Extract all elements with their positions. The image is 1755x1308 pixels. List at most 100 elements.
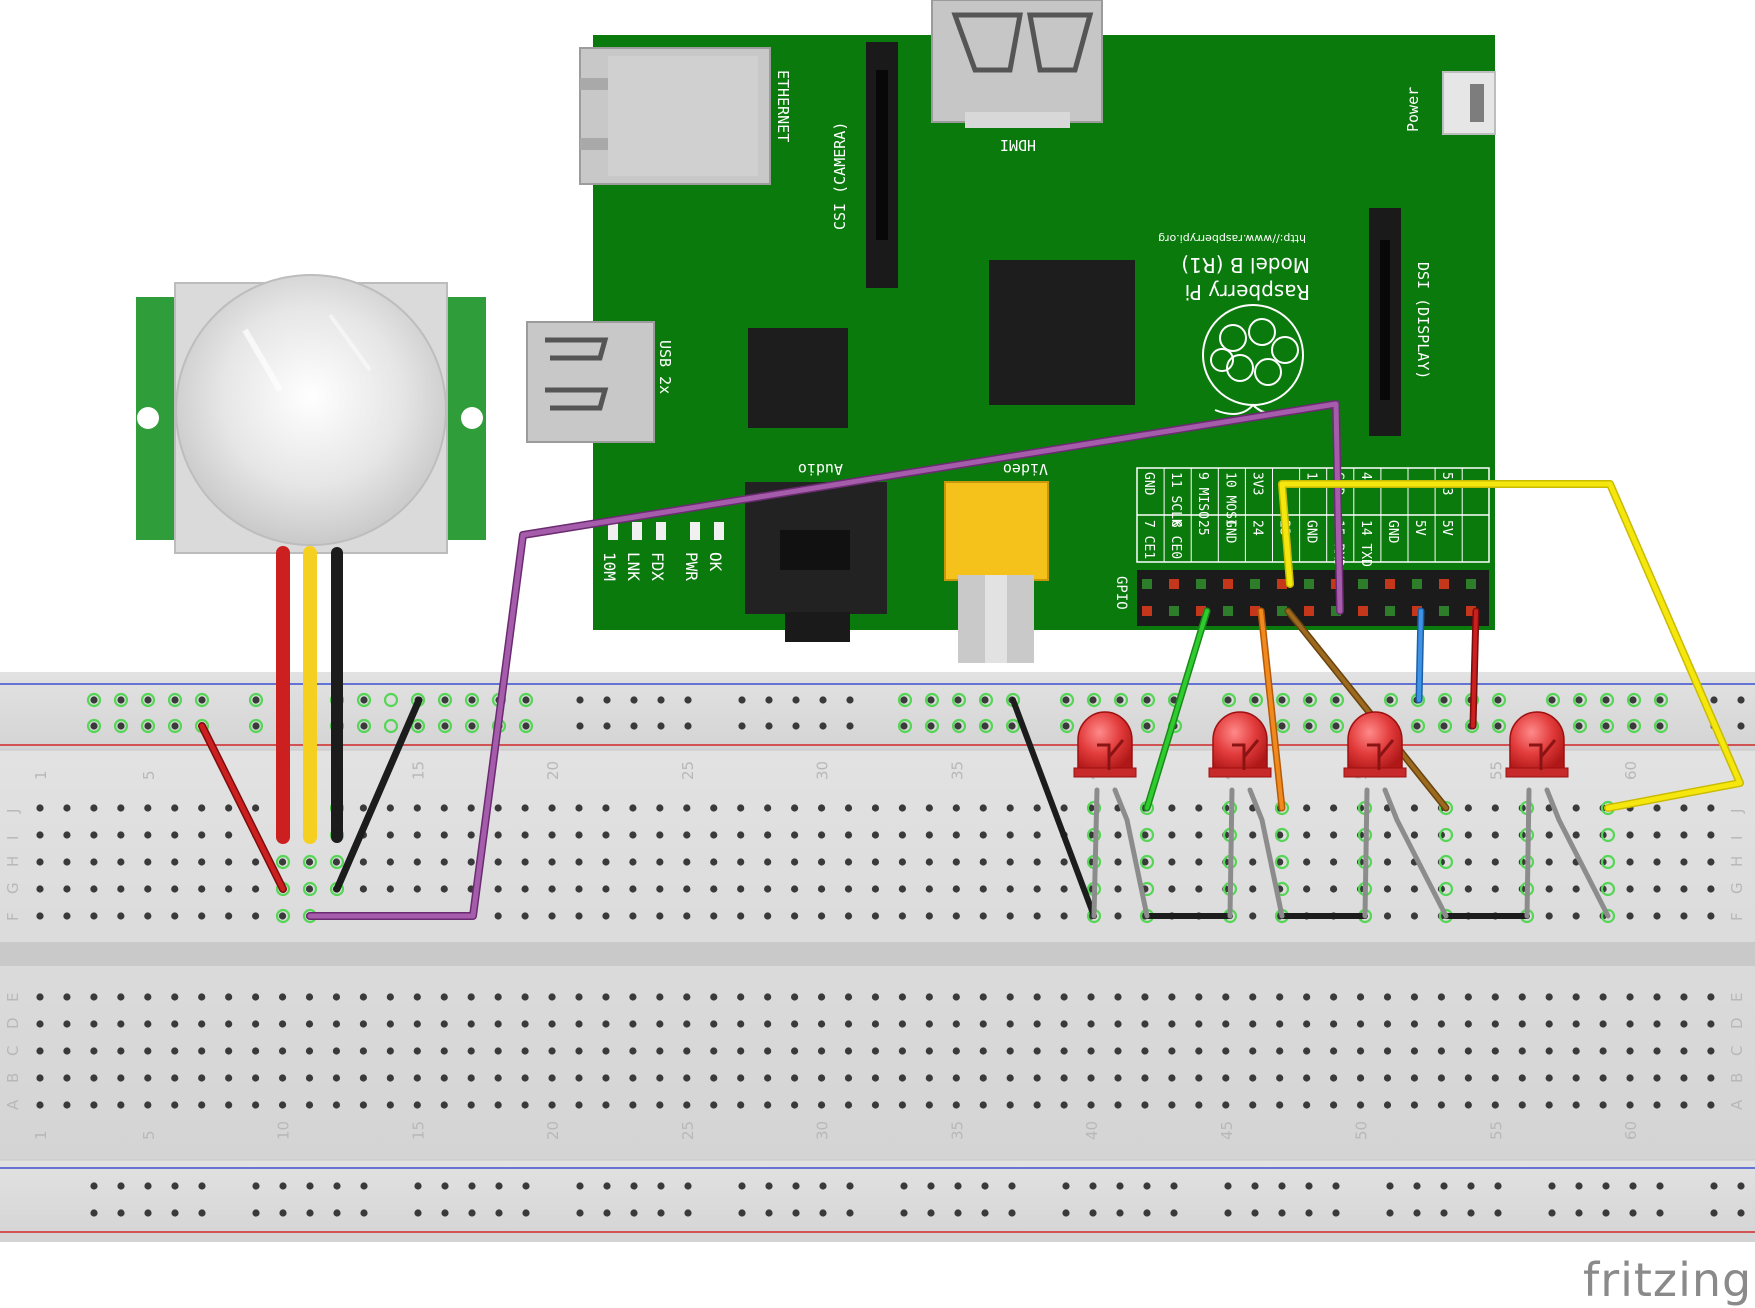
row-letter: J — [4, 809, 22, 814]
breadboard-hole — [36, 1047, 44, 1055]
raspberry-logo — [1202, 304, 1304, 415]
rail-hole — [171, 696, 179, 704]
breadboard-hole — [63, 1101, 71, 1109]
rail-hole — [1386, 1182, 1394, 1190]
breadboard-hole — [1491, 993, 1499, 1001]
breadboard-hole — [1303, 1047, 1311, 1055]
fritzing-watermark: fritzing — [1583, 1253, 1752, 1307]
breadboard-hole — [467, 858, 475, 866]
breadboard-hole — [1195, 1020, 1203, 1028]
rail-hole — [1386, 1209, 1394, 1217]
rail-hole — [468, 1182, 476, 1190]
breadboard-hole — [575, 804, 583, 812]
rail-hole — [765, 1182, 773, 1190]
rail-hole — [954, 696, 962, 704]
breadboard-hole — [1087, 1074, 1095, 1082]
breadboard-hole — [1006, 1101, 1014, 1109]
rail-hole — [1467, 1209, 1475, 1217]
breadboard-hole — [386, 858, 394, 866]
row-letter: A — [4, 1099, 22, 1110]
soc-chip — [989, 260, 1135, 405]
breadboard-hole — [1599, 1101, 1607, 1109]
rail-hole — [603, 1209, 611, 1217]
column-number: 35 — [948, 761, 966, 780]
breadboard-hole — [1141, 1101, 1149, 1109]
gpio-pin — [1439, 606, 1449, 616]
breadboard-hole — [1572, 1074, 1580, 1082]
gpio-pin — [1358, 606, 1368, 616]
breadboard-hole — [359, 858, 367, 866]
status-leds — [608, 522, 724, 540]
breadboard-hole — [494, 1101, 502, 1109]
breadboard-hole — [494, 1074, 502, 1082]
breadboard-hole — [1410, 1020, 1419, 1028]
breadboard-hole — [710, 1074, 718, 1082]
breadboard-hole — [386, 1047, 394, 1055]
rail-hole — [1089, 1182, 1097, 1190]
breadboard-hole — [1491, 858, 1499, 866]
rail-hole — [117, 696, 125, 704]
breadboard-hole — [791, 858, 799, 866]
gpio-top-label: 11 SCLK — [1168, 472, 1183, 527]
rail-hole — [522, 696, 530, 704]
breadboard-hole — [1168, 1101, 1176, 1109]
breadboard-hole — [1060, 858, 1068, 866]
breadboard-hole — [171, 1074, 179, 1082]
connected-hole — [302, 854, 318, 870]
column-number: 30 — [814, 761, 832, 780]
rail-hole — [441, 722, 449, 730]
breadboard-hole — [1303, 885, 1311, 893]
breadboard-hole — [171, 1047, 179, 1055]
column-number: 1 — [32, 770, 50, 780]
breadboard-hole — [710, 804, 718, 812]
breadboard-hole — [440, 993, 448, 1001]
breadboard-hole — [144, 858, 152, 866]
breadboard-hole — [898, 1047, 907, 1055]
breadboard-hole — [90, 885, 98, 893]
breadboard-hole — [1006, 804, 1014, 812]
breadboard-hole — [683, 1020, 691, 1028]
breadboard-hole — [602, 1020, 610, 1028]
rail-hole — [1116, 696, 1124, 704]
connected-hole — [1274, 854, 1290, 870]
rail-hole — [495, 1182, 503, 1190]
breadboard-hole — [979, 993, 987, 1001]
rail-hole — [684, 722, 692, 730]
rail-hole — [1494, 696, 1502, 704]
breadboard-hole — [1599, 1020, 1607, 1028]
breadboard-hole — [656, 885, 664, 893]
breadboard-hole — [198, 1101, 206, 1109]
breadboard-hole — [117, 885, 125, 893]
breadboard-hole — [602, 1101, 610, 1109]
rail-hole — [1602, 722, 1610, 730]
breadboard-hole — [602, 858, 610, 866]
breadboard-hole — [1545, 1101, 1553, 1109]
breadboard-hole — [844, 1047, 853, 1055]
rail-hole — [792, 1209, 800, 1217]
breadboard-hole — [1276, 1074, 1284, 1082]
breadboard-hole — [575, 858, 583, 866]
breadboard-hole — [1680, 1020, 1688, 1028]
breadboard-hole — [1572, 1101, 1580, 1109]
breadboard-hole — [1707, 885, 1715, 893]
breadboard-hole — [1410, 885, 1419, 893]
breadboard-hole — [1330, 858, 1338, 866]
breadboard-hole — [1168, 831, 1176, 839]
gpio-pin — [1304, 606, 1314, 616]
breadboard-hole — [1222, 1101, 1230, 1109]
rail-hole — [333, 1209, 341, 1217]
breadboard-hole — [764, 1047, 772, 1055]
breadboard-hole — [359, 1020, 367, 1028]
breadboard-hole — [90, 1074, 98, 1082]
rail-hole — [1467, 1182, 1475, 1190]
breadboard-hole — [764, 1074, 772, 1082]
breadboard-hole — [871, 885, 880, 893]
rail-hole — [1710, 1209, 1718, 1217]
gpio-pin — [1304, 579, 1314, 589]
breadboard-hole — [332, 1101, 341, 1109]
breadboard-hole — [656, 1047, 664, 1055]
gpio-bottom-label: 8 CE0 — [1168, 520, 1183, 559]
row-letter: F — [4, 912, 22, 921]
breadboard-hole — [764, 1020, 772, 1028]
connected-hole — [1438, 827, 1454, 843]
